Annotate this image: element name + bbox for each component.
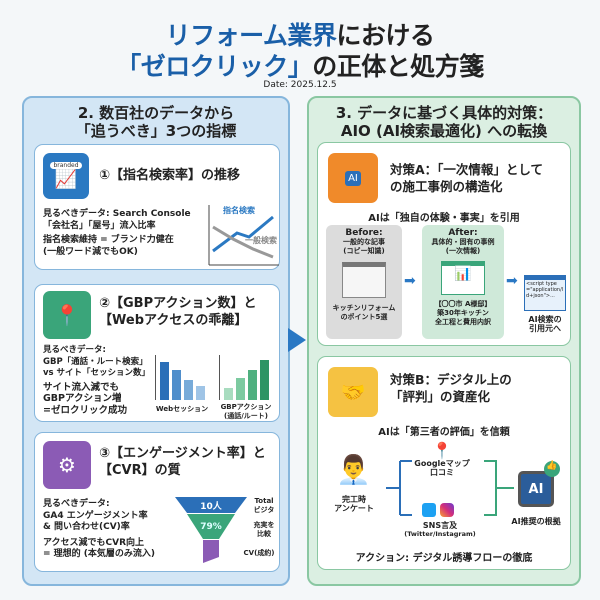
funnel-bottom [203, 540, 219, 563]
arrow-right-icon [288, 328, 306, 352]
action-text: アクション: デジタル誘導フローの徹底 [355, 553, 533, 564]
bar [248, 370, 257, 400]
card-subtitle: AIは「第三者の評価」を信頼 [378, 427, 510, 438]
panel-heading: 2. 数百社のデータから「追うべき」3つの指標 [75, 104, 237, 140]
bar [236, 378, 245, 400]
ai-recommend-label: AI推奨の根拠 [511, 517, 561, 526]
case-study-icon: 📊 [441, 261, 485, 295]
instagram-icon [440, 503, 454, 517]
gbp-action-chart [219, 355, 271, 400]
thumbs-up-icon: 👍 [544, 461, 560, 477]
card-title: ③【エンゲージメント率】と【CVR】の質 [99, 446, 266, 478]
date: Date: 2025.12.5 [263, 80, 337, 90]
arrow-right-icon: ➡ [506, 273, 518, 289]
conversion-funnel [175, 497, 247, 563]
funnel-top [175, 497, 247, 513]
title-rest: の正体と処方箋 [312, 52, 484, 81]
page-title-line2: 「ゼロクリック」の正体と処方箋 [0, 47, 600, 83]
legend-generic: 一般検索 [245, 236, 277, 245]
arrow-right-icon: ➡ [404, 273, 416, 289]
google-maps-icon: 📍 [432, 441, 452, 460]
title-accent: リフォーム業界 [165, 21, 337, 50]
metric-card-gbp: 📍 ②【GBPアクション数】と【Webアクセスの乖離】 見るべきデータ:GBP「… [34, 284, 280, 422]
funnel-top-value: 10人 [200, 502, 222, 512]
strategy-panel: 3. データに基づく具体的対策：AIO (AI検索最適化) への転換 AI 対策… [307, 96, 581, 586]
strategy-card-b: 🤝 対策B：デジタル上の「評判」の資産化 AIは「第三者の評価」を信頼 👨‍💼 … [317, 356, 571, 570]
web-session-chart [155, 355, 207, 400]
funnel-label-mid: 充実を比較 [253, 521, 275, 538]
document-ai-icon: AI [328, 153, 378, 203]
funnel-mid-value: 79% [200, 522, 222, 532]
funnel-gear-icon: ⚙ [43, 441, 91, 489]
funnel-label-bottom: CV(成約) [243, 549, 275, 557]
card-title: ②【GBPアクション数】と【Webアクセスの乖離】 [99, 296, 257, 328]
funnel-mid [187, 514, 235, 539]
title-accent: 「ゼロクリック」 [116, 52, 313, 81]
survey-label: 完工時アンケート [334, 495, 374, 513]
bar [160, 362, 169, 400]
bar [184, 380, 193, 400]
card-title: ①【指名検索率】の推移 [99, 168, 241, 183]
branded-line [212, 215, 274, 253]
map-phone-icon: 📍 [43, 291, 91, 339]
panel-heading: 3. データに基づく具体的対策：AIO (AI検索最適化) への転換 [335, 104, 553, 140]
twitter-icon [422, 503, 436, 517]
page-title-line1: リフォーム業界における [0, 16, 600, 52]
card-title: 対策B：デジタル上の「評判」の資産化 [390, 372, 512, 404]
card-title: 対策A：「一次情報」としての施工事例の構造化 [390, 162, 544, 194]
ai-chip-icon: AI [518, 471, 554, 507]
card-body: 見るべきデータ:GBP「通話・ルート検索」vs サイト「セッション数」サイト流入… [43, 345, 151, 416]
person-survey-icon: 👨‍💼 [336, 453, 371, 486]
bar [224, 388, 233, 400]
structured-data-icon: <script type="application/ld+json">... [524, 275, 566, 311]
chart-label: GBPアクション(通話/ルート) [220, 403, 272, 420]
card-subtitle: AIは「独自の体験・事実」を引用 [368, 213, 520, 224]
branded-trend-chart [208, 205, 279, 266]
bar [196, 386, 205, 400]
bar [260, 360, 269, 400]
before-box: Before: 一般的な記事(コピー知識) キッチンリフォームのポイント5選 [326, 225, 402, 339]
after-box: After: 具体的・固有の事例(一次情報) 📊 【〇〇市 A様邸】築30年キッ… [422, 225, 504, 339]
ai-citation-caption: AI検索の引用元へ [528, 315, 562, 333]
search-trend-icon: branded📈 [43, 153, 89, 199]
metric-card-engagement: ⚙ ③【エンゲージメント率】と【CVR】の質 見るべきデータ:GA4 エンゲージ… [34, 432, 280, 572]
bar [172, 370, 181, 400]
google-reviews-label: Googleマップ口コミ [414, 459, 470, 477]
sns-label: SNS言及(Twitter/Instagram) [404, 521, 476, 538]
card-body: 見るべきデータ: Search Console「会社名」「屋号」流入比率指名検索… [43, 209, 191, 257]
generic-line [212, 225, 274, 259]
card-body: 見るべきデータ:GA4 エンゲージメント率& 問い合わせ(CV)率アクセス減でも… [43, 499, 156, 559]
flow-connectors [386, 460, 514, 516]
chart-label: Webセッション [155, 405, 209, 413]
title-rest: における [336, 21, 435, 50]
review-handshake-icon: 🤝 [328, 367, 378, 417]
strategy-card-a: AI 対策A：「一次情報」としての施工事例の構造化 AIは「独自の体験・事実」を… [317, 142, 571, 346]
metrics-panel: 2. 数百社のデータから「追うべき」3つの指標 branded📈 ①【指名検索率… [22, 96, 290, 586]
legend-branded: 指名検索 [223, 206, 255, 215]
article-icon [342, 262, 386, 298]
metric-card-branded-search: branded📈 ①【指名検索率】の推移 見るべきデータ: Search Con… [34, 144, 280, 270]
